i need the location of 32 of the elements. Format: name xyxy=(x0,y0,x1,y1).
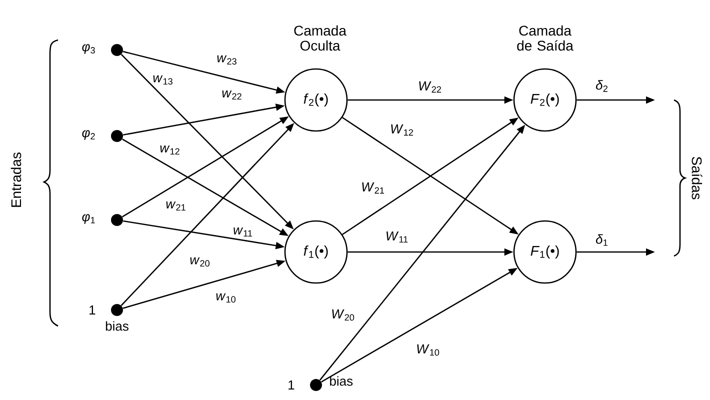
input-dot xyxy=(111,304,123,316)
weight-label: W$_{20}$ xyxy=(332,309,354,321)
weight-label: w$_{22}$ xyxy=(222,90,242,100)
weight-label: w$_{11}$ xyxy=(234,228,252,236)
weight-label: w$_{23}$ xyxy=(217,55,236,65)
node-label: φ$_{3}$ xyxy=(82,44,95,54)
weight-label: δ$_{1}$ xyxy=(596,234,608,246)
node-label: bias xyxy=(330,376,353,386)
node-label: 1 xyxy=(90,306,96,314)
weight-label: w$_{12}$ xyxy=(160,145,180,155)
input-dot xyxy=(111,214,123,226)
weight-label: w$_{21}$ xyxy=(166,201,186,211)
weight-label: w$_{20}$ xyxy=(190,257,210,267)
weight-label: δ$_{2}$ xyxy=(596,80,608,92)
weight-label: W$_{21}$ xyxy=(362,182,384,194)
weight-label: W$_{11}$ xyxy=(386,231,408,243)
layer-label: Entradas xyxy=(10,152,22,207)
layer-label: Camada Oculta xyxy=(294,25,346,51)
node-label: φ$_{2}$ xyxy=(82,130,95,140)
node-label: 1 xyxy=(288,380,294,390)
weight-label: W$_{10}$ xyxy=(417,344,440,356)
weight-label: w$_{10}$ xyxy=(216,293,236,303)
node-label: bias xyxy=(106,321,128,331)
input-dot xyxy=(111,130,123,142)
weight-label: w$_{13}$ xyxy=(153,75,172,85)
layer-label: Camada de Saída xyxy=(517,25,574,51)
input-dot xyxy=(310,379,322,391)
weight-label: W$_{22}$ xyxy=(419,81,441,93)
node-label: φ$_{1}$ xyxy=(82,214,95,224)
layer-label: Saídas xyxy=(692,156,702,200)
input-dot xyxy=(111,44,123,56)
weight-label: W$_{12}$ xyxy=(391,124,413,136)
